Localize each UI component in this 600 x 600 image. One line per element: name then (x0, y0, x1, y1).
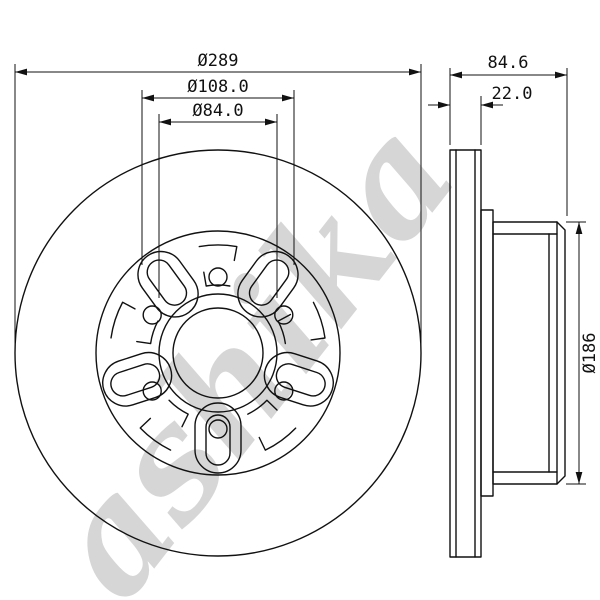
bolt-hole (142, 381, 162, 401)
bolt-hole (142, 305, 162, 325)
hub-pilot-circle (158, 293, 278, 413)
bolt-hole (274, 305, 294, 325)
vent-slot (102, 351, 173, 407)
hub-outline (492, 221, 566, 485)
center-bore-circle (172, 307, 264, 399)
disc-thickness-label: 22.0 (492, 84, 533, 104)
hub-step-ring (480, 209, 494, 497)
pattern-hook (247, 399, 297, 451)
watermark-text: ashika (14, 89, 491, 600)
center-diameter-label: Ø84.0 (192, 101, 243, 121)
hub-diameter-label: Ø186 (580, 333, 600, 374)
total-height-label: 84.6 (488, 53, 529, 73)
pattern-hook (139, 399, 189, 451)
hub-pattern-ring-circle (95, 230, 341, 476)
bolt-hole (208, 419, 228, 439)
vent-slot (237, 250, 299, 318)
vent-slot (194, 402, 242, 474)
vent-slot (263, 351, 334, 407)
front-view (14, 149, 422, 557)
vent-slot (137, 250, 199, 318)
bolt-hole (208, 267, 228, 287)
bolt-hole (274, 381, 294, 401)
dimension-labels: Ø289 Ø108.0 Ø84.0 84.6 22.0 Ø186 (187, 51, 600, 373)
bolt-circle-diameter-label: Ø108.0 (187, 77, 248, 97)
dimension-lines (14, 64, 586, 485)
disc-outer-circle (14, 149, 422, 557)
outer-diameter-label: Ø289 (198, 51, 239, 71)
side-view (449, 149, 566, 558)
